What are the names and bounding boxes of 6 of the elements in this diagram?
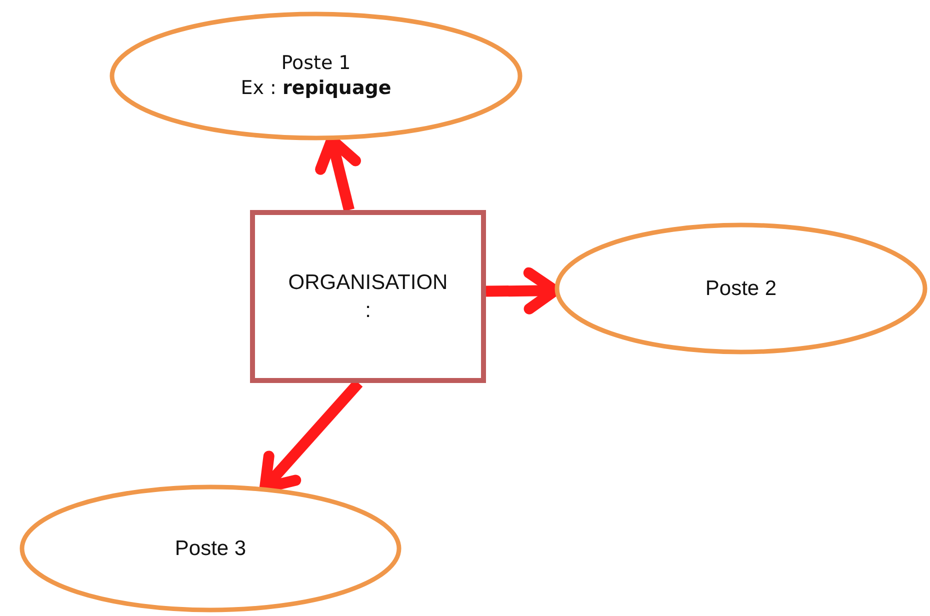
node-label: Poste 2 [705, 276, 777, 302]
node-label: ORGANISATION : [287, 270, 449, 324]
node-label: Ex : repiquage [240, 76, 392, 101]
node-label: Poste 1 [281, 51, 351, 76]
node-label: Poste 3 [174, 536, 246, 562]
process-box [250, 210, 486, 383]
